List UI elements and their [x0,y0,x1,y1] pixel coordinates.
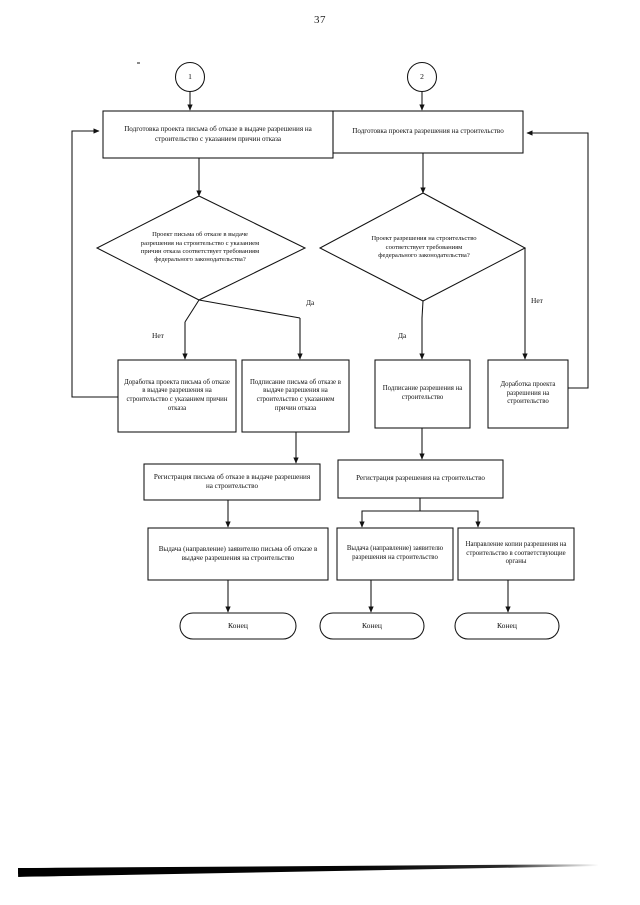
terminator-end-right [454,612,560,640]
page-number: 37 [314,14,326,26]
edge-right-yes-elbow [421,300,424,319]
edge-rework-permit-feedback [526,130,589,389]
box-issue-permit [336,527,454,581]
box-sign-permit [374,359,471,429]
box-prep-permit [332,110,524,154]
edge-register-permit-to-send-copy [420,510,481,528]
terminator-end-middle [319,612,425,640]
box-send-permit-copy [457,527,575,581]
box-rework-refusal-letter [117,359,237,433]
scan-speck [137,62,140,64]
branch-label-right-yes: Да [398,331,407,340]
box-register-refusal-letter [143,463,321,501]
edge-left-yes-elbow [198,299,301,319]
branch-label-right-no: Нет [531,296,543,305]
terminator-end-left [179,612,297,640]
connector-circle-1 [174,61,206,93]
branch-label-left-no: Нет [152,331,164,340]
branch-label-left-yes: Да [306,298,315,307]
edge-rework-refusal-feedback [71,128,118,398]
edge-left-no-elbow [184,299,200,323]
box-register-permit [337,459,504,499]
diamond-refusal-letter-compliant [95,195,307,301]
box-rework-permit [487,359,569,429]
diamond-permit-compliant [318,192,527,302]
box-prep-refusal-letter [102,110,334,159]
connector-circle-2 [406,61,438,93]
box-issue-refusal-letter [147,527,329,581]
box-sign-refusal-letter [241,359,350,433]
edge-register-permit-to-issue [359,498,421,528]
